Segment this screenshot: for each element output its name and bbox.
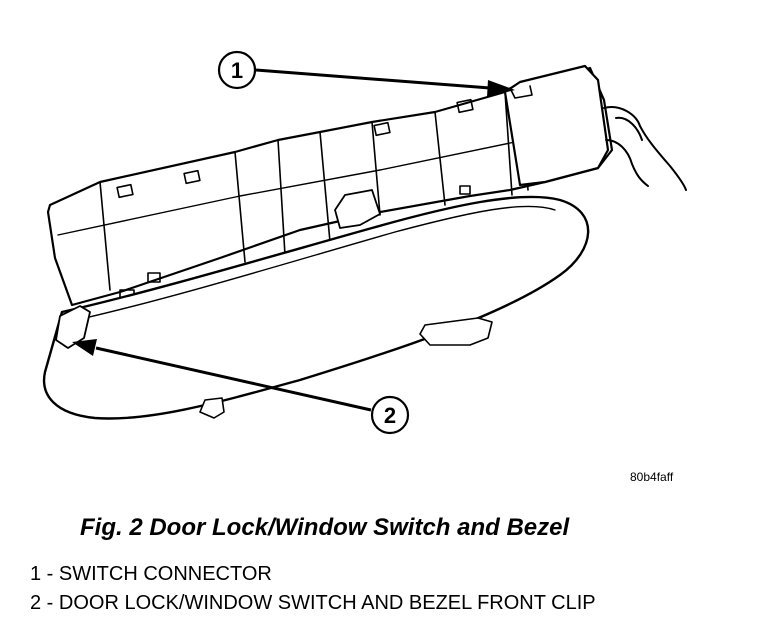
bezel — [42, 195, 590, 420]
housing-boss — [334, 189, 381, 229]
legend-item-1: 1 - SWITCH CONNECTOR — [30, 563, 272, 585]
callout-1-number: 1 — [231, 58, 243, 83]
callout-2-circle — [370, 395, 410, 435]
bezel-mounting-tabs — [199, 317, 493, 419]
bezel-front-clip — [55, 305, 91, 349]
figure-reference-code: 80b4faff — [630, 470, 674, 484]
callout-2: 2 — [72, 339, 410, 435]
switch-bezel-illustration: 1 2 — [42, 50, 687, 435]
switch-connector — [503, 64, 610, 187]
wire-harness — [603, 106, 687, 191]
callout-2-arrowhead — [72, 339, 97, 356]
callout-2-leader — [95, 346, 372, 412]
callout-1: 1 — [217, 50, 515, 97]
figure-legend: 1 - SWITCH CONNECTOR 2 - DOOR LOCK/WINDO… — [30, 560, 596, 618]
figure-title: Fig. 2 Door Lock/Window Switch and Bezel — [80, 514, 570, 541]
connector-latch — [509, 85, 533, 99]
housing-seam — [57, 141, 516, 236]
callout-1-arrowhead — [487, 80, 515, 97]
callout-1-leader — [255, 68, 491, 90]
callout-2-number: 2 — [384, 403, 396, 428]
bezel-edge-line — [84, 205, 556, 319]
legend-item-2: 2 - DOOR LOCK/WINDOW SWITCH AND BEZEL FR… — [30, 592, 596, 614]
callout-1-circle — [217, 50, 257, 90]
switch-housing — [46, 66, 614, 307]
